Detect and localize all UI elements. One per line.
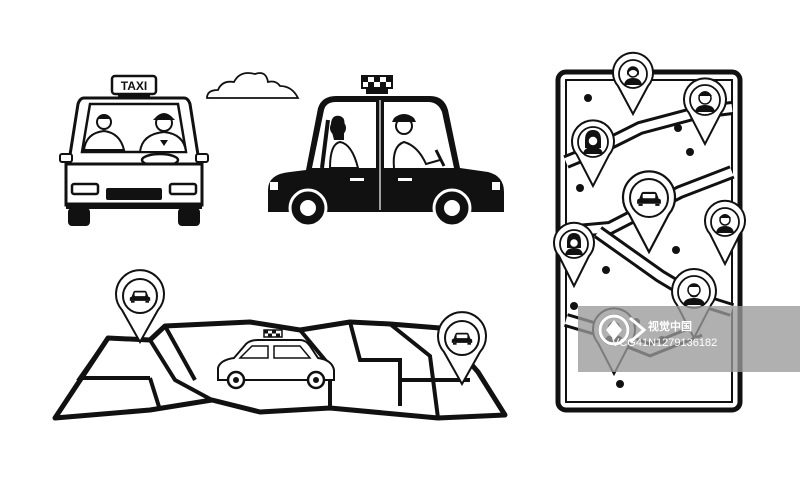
taxi-side-icon	[268, 75, 504, 228]
taxi-sign-text: TAXI	[121, 79, 147, 93]
location-pin-icon	[704, 199, 746, 267]
watermark-logo	[598, 314, 647, 346]
person-avatar-icon	[583, 130, 603, 154]
person-avatar-icon	[695, 91, 715, 112]
taxi-checker-sign	[361, 75, 393, 94]
location-pin-icon	[621, 170, 677, 255]
location-pin-icon	[553, 221, 595, 289]
person-avatar-icon	[565, 233, 583, 255]
location-pin-icon	[671, 268, 717, 341]
location-pin-icon	[571, 119, 615, 189]
location-pin-icon	[612, 51, 654, 117]
cloud-icon	[206, 72, 300, 99]
watermark: 视觉中国 VCG41N1279136182	[578, 306, 800, 372]
person-avatar-icon	[624, 66, 642, 85]
person-avatar-icon	[683, 283, 705, 305]
location-pin-icon	[115, 269, 165, 345]
map-taxi-icon	[217, 329, 335, 390]
watermark-id-text: VCG41N1279136182	[612, 337, 717, 349]
person-avatar-icon	[716, 214, 734, 233]
watermark-brand-text: 视觉中国	[648, 319, 692, 333]
location-pin-icon	[683, 77, 727, 147]
taxi-front-icon: TAXI	[59, 74, 209, 226]
location-pin-icon	[437, 311, 487, 387]
